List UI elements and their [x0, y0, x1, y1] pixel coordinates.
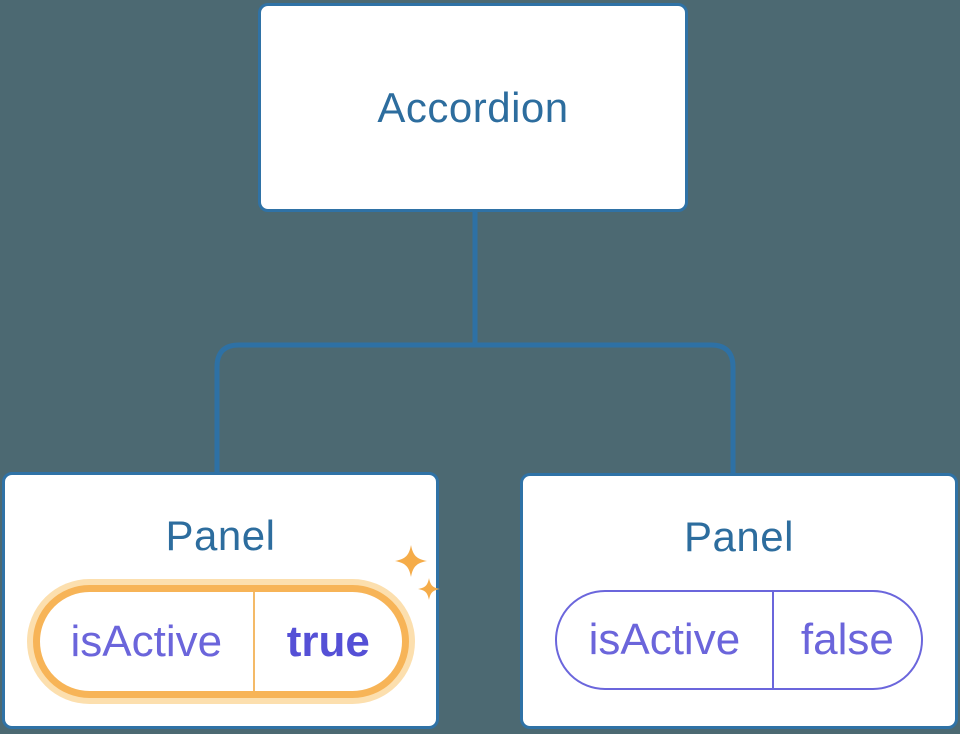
state-value: true [286, 616, 370, 666]
pill-divider [771, 592, 774, 689]
panel-node-label: Panel [165, 512, 276, 559]
panel-node-active: Panel isActive true [2, 472, 440, 729]
state-key: isActive [588, 615, 741, 665]
sparkle-large [395, 545, 427, 577]
sparkles-icon [395, 545, 440, 600]
panel-node-inactive: Panel isActive false [520, 473, 958, 729]
state-value: false [800, 615, 894, 665]
panel-node-label: Panel [684, 513, 794, 560]
sparkle-small [418, 578, 440, 600]
accordion-node-label: Accordion [377, 83, 569, 131]
state-key: isActive [70, 616, 223, 666]
state-pill-active: isActive true [32, 585, 409, 699]
state-pill-inactive: isActive false [555, 590, 923, 691]
accordion-node: Accordion [258, 3, 688, 212]
pill-divider [253, 592, 256, 692]
connector-branch [214, 342, 736, 473]
